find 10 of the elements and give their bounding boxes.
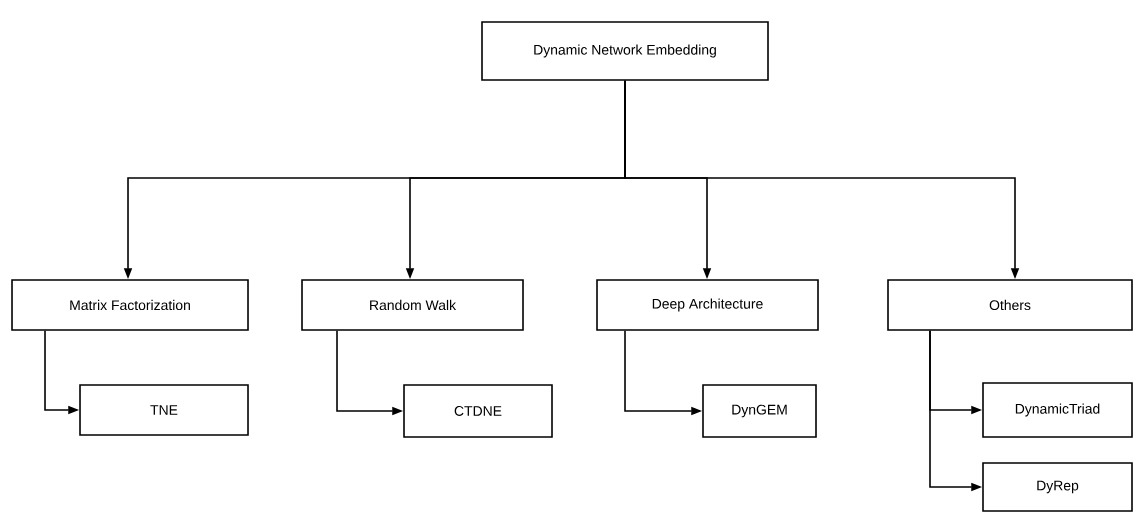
category-box: Random Walk bbox=[301, 279, 524, 331]
category-box: Others bbox=[887, 279, 1133, 331]
category-box: Matrix Factorization bbox=[11, 279, 249, 331]
category-box: DynGEM bbox=[702, 384, 817, 438]
category-box: CTDNE bbox=[403, 384, 553, 438]
category-box: TNE bbox=[79, 384, 249, 436]
category-box: Deep Architecture bbox=[596, 279, 819, 331]
category-box: DynamicTriad bbox=[982, 382, 1133, 438]
category-box: DyRep bbox=[982, 462, 1133, 512]
category-box: Dynamic Network Embedding bbox=[481, 21, 769, 81]
